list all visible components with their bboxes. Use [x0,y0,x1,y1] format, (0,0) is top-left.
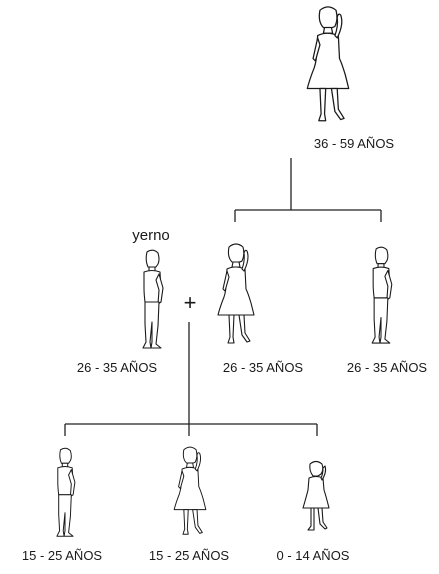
woman-in-dress-icon [174,447,206,534]
age-label: 0 - 14 AÑOS [277,548,350,563]
man-standing-icon [143,250,163,348]
member-girl: 0 - 14 AÑOS [277,462,350,564]
age-label: 26 - 35 AÑOS [77,360,158,375]
age-label: 26 - 35 AÑOS [223,360,304,375]
girl-in-dress-icon [303,462,329,531]
woman-in-dress-icon [218,244,254,343]
member-grandmother: 36 - 59 AÑOS [307,7,394,151]
age-label: 36 - 59 AÑOS [314,136,395,151]
age-label: 26 - 35 AÑOS [347,360,428,375]
member-grandson: 15 - 25 AÑOS [22,448,103,563]
man-standing-icon [57,448,75,536]
member-son: 26 - 35 AÑOS [347,247,428,375]
woman-in-dress-icon [307,7,348,121]
connector-lines [65,158,381,436]
age-label: 15 - 25 AÑOS [22,548,103,563]
plus-sign: + [184,290,197,315]
yerno-label: yerno [132,227,170,244]
age-label: 15 - 25 AÑOS [149,548,230,563]
member-daughter: 26 - 35 AÑOS [218,244,303,375]
man-standing-icon [372,247,392,343]
member-son-in-law: 26 - 35 AÑOS [77,250,163,375]
member-granddaughter: 15 - 25 AÑOS [149,447,230,563]
